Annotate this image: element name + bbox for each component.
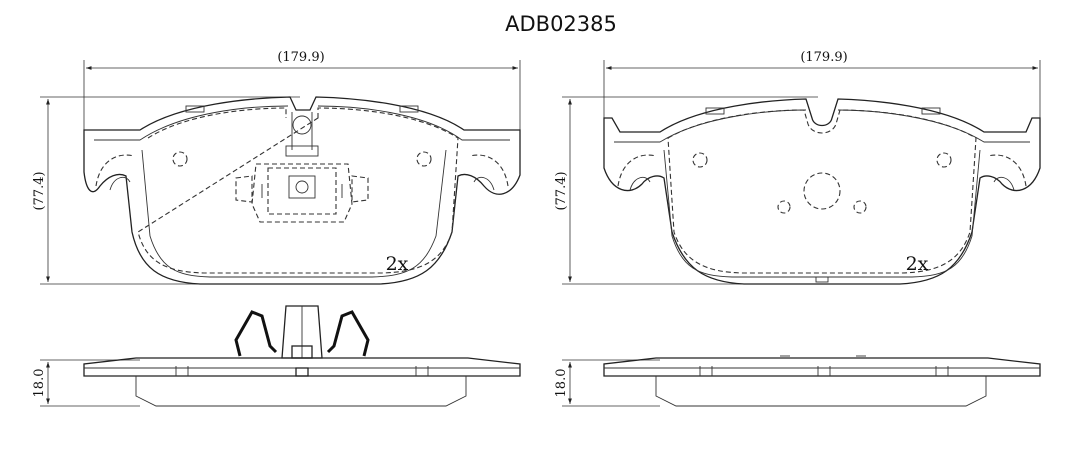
right-friction-material-outline bbox=[667, 109, 977, 274]
right-height-label: (77.4) bbox=[554, 171, 569, 210]
left-quantity-label: 2x bbox=[386, 253, 409, 275]
left-pad-side-view: 18.0 bbox=[32, 305, 521, 407]
right-backing-plate-outline bbox=[603, 98, 1041, 285]
right-pad-left-pin-hole bbox=[692, 152, 708, 168]
right-pad-right-ear-slot bbox=[993, 176, 1015, 191]
left-shim-tab bbox=[185, 105, 205, 113]
right-pad-left-shim-tab bbox=[705, 107, 725, 115]
right-width-label: (179.9) bbox=[800, 50, 847, 65]
left-side-friction-block bbox=[135, 376, 467, 407]
left-pin-hole bbox=[172, 151, 188, 167]
left-pad-front-view: (179.9) (77.4) bbox=[32, 50, 521, 285]
center-retainer-clip bbox=[235, 112, 369, 223]
right-pad-side-view: 18.0 bbox=[554, 355, 1041, 407]
right-ear-dashed bbox=[469, 154, 509, 187]
right-side-friction-block bbox=[655, 376, 987, 407]
right-pad-lower-left-hole bbox=[777, 200, 791, 214]
right-shim-tab bbox=[399, 105, 419, 113]
right-pad-front-view: (179.9) (77.4) 2x bbox=[554, 50, 1041, 285]
left-ear-slot bbox=[109, 176, 131, 191]
left-ear-dashed bbox=[95, 154, 135, 187]
left-friction-material-outline bbox=[137, 107, 459, 274]
right-quantity-label: 2x bbox=[906, 253, 929, 275]
left-side-backing-plate bbox=[83, 357, 521, 377]
right-pad-left-ear-dashed bbox=[617, 154, 657, 187]
right-pad-right-ear-dashed bbox=[987, 154, 1027, 187]
right-pin-hole bbox=[416, 151, 432, 167]
right-pad-inner-edge bbox=[614, 109, 1030, 278]
left-side-retainer-spring bbox=[234, 305, 370, 377]
left-height-label: (77.4) bbox=[32, 171, 47, 210]
left-pad-inner-edge bbox=[94, 105, 510, 278]
part-number-title: ADB02385 bbox=[505, 12, 617, 36]
right-thickness-label: 18.0 bbox=[554, 369, 569, 398]
right-pad-center-boss bbox=[803, 172, 841, 210]
right-ear-slot bbox=[473, 176, 495, 191]
right-pad-right-shim-tab bbox=[921, 107, 941, 115]
right-pad-left-ear-slot bbox=[629, 176, 651, 191]
left-backing-plate-outline bbox=[83, 96, 521, 285]
left-thickness-label: 18.0 bbox=[32, 369, 47, 398]
right-pad-lower-right-hole bbox=[853, 200, 867, 214]
left-width-label: (179.9) bbox=[277, 50, 324, 65]
right-pad-right-pin-hole bbox=[936, 152, 952, 168]
right-side-backing-plate bbox=[603, 357, 1041, 377]
